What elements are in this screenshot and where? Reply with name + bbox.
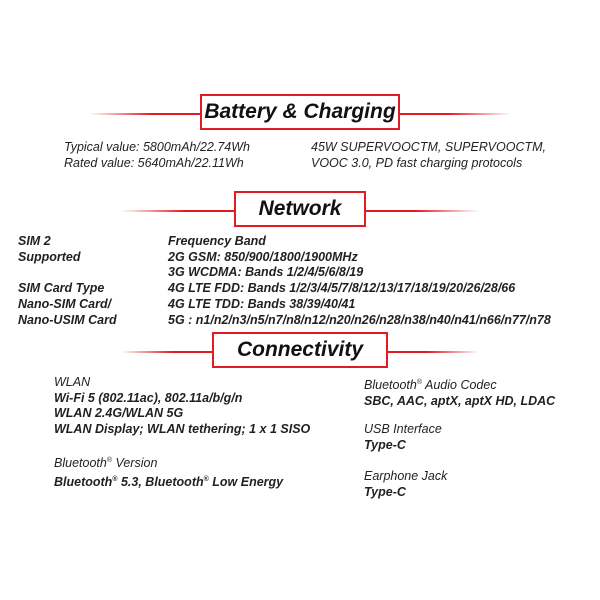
wlan-label: WLAN xyxy=(54,375,91,389)
bluetooth-version-value: Bluetooth® 5.3, Bluetooth® Low Energy xyxy=(54,474,284,489)
network-left-line xyxy=(18,265,117,281)
network-section-title: Network xyxy=(234,191,366,227)
wlan-value-line: WLAN Display; WLAN tethering; 1 x 1 SISO xyxy=(54,422,311,437)
connectivity-heading-row: Connectivity xyxy=(0,332,600,372)
bluetooth-version-label: Bluetooth® Version xyxy=(54,456,158,470)
battery-section-title: Battery & Charging xyxy=(200,94,400,130)
registered-mark: ® xyxy=(203,475,209,483)
registered-mark: ® xyxy=(106,457,112,464)
registered-mark: ® xyxy=(112,475,118,483)
battery-typical-value: Typical value: 5800mAh/22.74Wh xyxy=(64,140,250,154)
network-frequency-bands: Frequency Band 2G GSM: 850/900/1800/1900… xyxy=(168,234,551,328)
network-left-line: SIM 2 xyxy=(18,234,51,248)
heading-divider-right xyxy=(398,113,510,115)
bluetooth-codec-info: Bluetooth® Audio Codec SBC, AAC, aptX, a… xyxy=(364,375,555,409)
network-band-line: 5G : n1/n2/n3/n5/n7/n8/n12/n20/n26/n28/n… xyxy=(168,312,551,327)
bluetooth-codec-label: Bluetooth® Audio Codec xyxy=(364,378,497,392)
network-sim-info: SIM 2 Supported SIM Card Type Nano-SIM C… xyxy=(18,234,117,328)
network-band-line: 4G LTE TDD: Bands 38/39/40/41 xyxy=(168,296,356,311)
heading-divider-left xyxy=(122,351,214,353)
network-band-line: 4G LTE FDD: Bands 1/2/3/4/5/7/8/12/13/17… xyxy=(168,281,516,296)
earphone-jack-label: Earphone Jack xyxy=(364,469,448,483)
network-band-line: Frequency Band xyxy=(168,234,266,248)
network-left-line: Supported xyxy=(18,249,81,264)
usb-interface-value: Type-C xyxy=(364,437,406,452)
network-band-line: 2G GSM: 850/900/1800/1900MHz xyxy=(168,249,358,264)
network-band-line: 3G WCDMA: Bands 1/2/4/5/6/8/19 xyxy=(168,265,364,280)
earphone-jack-value: Type-C xyxy=(364,484,406,499)
heading-divider-right xyxy=(364,210,478,212)
battery-rated-value: Rated value: 5640mAh/22.11Wh xyxy=(64,156,244,170)
usb-interface-label: USB Interface xyxy=(364,422,442,436)
heading-divider-right xyxy=(386,351,478,353)
battery-heading-row: Battery & Charging xyxy=(0,94,600,134)
charging-protocols-line2: VOOC 3.0, PD fast charging protocols xyxy=(311,156,523,170)
wlan-value-line: WLAN 2.4G/WLAN 5G xyxy=(54,406,184,421)
network-left-line: SIM Card Type xyxy=(18,281,105,296)
network-left-line: Nano-SIM Card/ xyxy=(18,296,112,311)
earphone-jack-info: Earphone Jack Type-C xyxy=(364,469,447,500)
wlan-info: WLAN Wi-Fi 5 (802.11ac), 802.11a/b/g/n W… xyxy=(54,375,310,438)
registered-mark: ® xyxy=(416,379,422,386)
charging-protocols-line1: 45W SUPERVOOCTM, SUPERVOOCTM, xyxy=(311,140,546,154)
bluetooth-version-info: Bluetooth® Version Bluetooth® 5.3, Bluet… xyxy=(54,453,283,490)
heading-divider-left xyxy=(122,210,236,212)
usb-interface-info: USB Interface Type-C xyxy=(364,422,442,453)
bluetooth-codec-value: SBC, AAC, aptX, aptX HD, LDAC xyxy=(364,393,556,408)
network-heading-row: Network xyxy=(0,191,600,231)
network-left-line: Nano-USIM Card xyxy=(18,312,117,327)
heading-divider-left xyxy=(90,113,202,115)
wlan-value-line: Wi-Fi 5 (802.11ac), 802.11a/b/g/n xyxy=(54,390,243,405)
connectivity-section-title: Connectivity xyxy=(212,332,388,368)
